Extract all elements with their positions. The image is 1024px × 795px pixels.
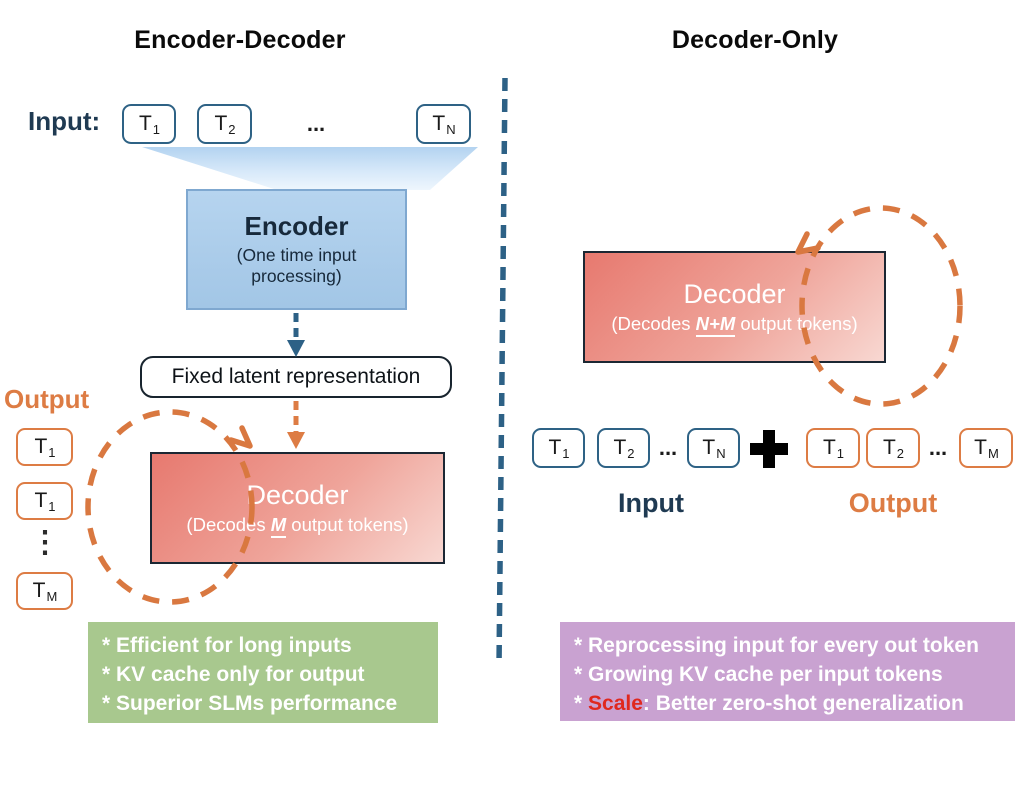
- subtitle-suffix: output tokens): [286, 513, 409, 535]
- token-subscript: N: [716, 445, 726, 461]
- token-subscript: M: [46, 588, 58, 604]
- encoder-subtitle: (One time input processing): [236, 244, 357, 286]
- token-subscript: 2: [896, 445, 905, 461]
- token-subscript: N: [446, 121, 456, 137]
- note-line: * Scale: Better zero-shot generalization: [574, 690, 1007, 719]
- right-input-ellipsis: ...: [658, 435, 678, 460]
- token-subscript: 1: [562, 445, 570, 461]
- token-subscript: 2: [627, 445, 635, 461]
- token-subscript: 2: [228, 121, 236, 137]
- left-input-ellipsis: ...: [306, 111, 326, 136]
- subtitle-suffix: output tokens): [735, 312, 858, 334]
- right-decoder-subtitle: (Decodes N+M output tokens): [611, 312, 858, 337]
- right-output-label: Output: [848, 488, 938, 518]
- right-decoder-title: Decoder: [683, 278, 786, 309]
- latent-to-decoder-arrow: [287, 401, 305, 449]
- subtitle-prefix: (Decodes: [611, 312, 696, 334]
- left-input-label: Input:: [28, 106, 101, 136]
- token-label: T: [822, 436, 836, 459]
- panel-divider-dashed-line: [496, 77, 508, 667]
- token-label: T: [548, 436, 562, 459]
- subtitle-prefix: (Decodes: [186, 513, 271, 535]
- token-subscript: 1: [152, 121, 161, 137]
- token-label: T: [882, 436, 896, 459]
- token-label: T: [34, 435, 48, 458]
- note-line: * Superior SLMs performance: [102, 691, 398, 715]
- note-rest: : Better zero-shot generalization: [642, 691, 964, 715]
- fixed-latent-label: Fixed latent representation: [171, 365, 421, 388]
- token-label: T: [613, 436, 627, 459]
- encoder-to-latent-arrow: [287, 313, 305, 357]
- right-notes-box: * Reprocessing input for every out token…: [560, 622, 1015, 721]
- token-subscript: M: [987, 445, 999, 461]
- token-label: T: [214, 112, 228, 135]
- note-line: * KV cache only for output: [102, 662, 365, 686]
- token-label: T: [702, 436, 716, 459]
- right-input-label: Input: [618, 488, 684, 518]
- note-bullet: *: [574, 691, 589, 715]
- left-notes-box: * Efficient for long inputs * KV cache o…: [88, 622, 438, 723]
- token-subscript: 1: [48, 444, 56, 460]
- note-line: * Efficient for long inputs: [102, 634, 352, 657]
- right-decoder-box: Decoder (Decodes N+M output tokens): [583, 251, 886, 363]
- fixed-latent-box: Fixed latent representation: [140, 356, 452, 398]
- token-label: T: [34, 489, 48, 512]
- token-subscript: 1: [836, 445, 845, 461]
- left-output-vertical-ellipsis: ⋮: [30, 526, 60, 559]
- left-decoder-box: Decoder (Decodes M output tokens): [150, 452, 445, 564]
- left-panel-title: Encoder-Decoder: [134, 26, 346, 54]
- plus-icon: [750, 430, 788, 468]
- right-panel-title: Decoder-Only: [671, 26, 839, 54]
- loop-arrowhead-icon: [795, 231, 821, 255]
- token-label: T: [432, 112, 446, 135]
- loop-arrowhead-icon: [228, 425, 253, 449]
- left-decoder-title: Decoder: [246, 479, 349, 510]
- subtitle-emphasis: N+M: [695, 312, 736, 337]
- note-line: * Reprocessing input for every out token: [574, 634, 979, 657]
- encoder-box: Encoder (One time input processing): [186, 189, 407, 310]
- encoder-title: Encoder: [244, 211, 349, 242]
- token-label: T: [974, 436, 987, 459]
- left-output-label: Output: [4, 384, 90, 414]
- token-label: T: [32, 579, 46, 602]
- left-decoder-subtitle: (Decodes M output tokens): [186, 513, 409, 538]
- note-line: * Growing KV cache per input tokens: [574, 662, 943, 686]
- subtitle-emphasis: M: [270, 513, 287, 538]
- scale-highlight: Scale: [588, 691, 643, 715]
- token-subscript: 1: [48, 498, 56, 514]
- right-output-ellipsis: ...: [928, 435, 948, 460]
- input-funnel-shape: [142, 147, 478, 190]
- token-label: T: [138, 112, 152, 135]
